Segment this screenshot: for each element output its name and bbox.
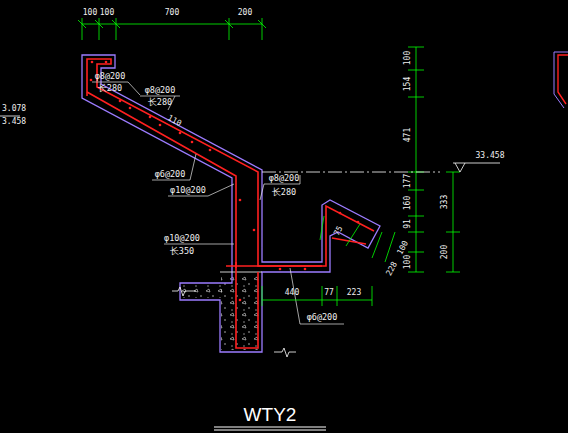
dimension-lines <box>78 18 460 306</box>
elevation-mark <box>262 163 500 172</box>
rebar-label: 长280 <box>272 188 296 197</box>
rebar-label: 长280 <box>148 98 172 107</box>
dimension-text: 3.078 <box>2 105 26 113</box>
title-underline <box>214 427 326 430</box>
dimension-text: 110 <box>166 114 183 128</box>
rebar-label: φ8@200 <box>269 174 300 183</box>
dimension-text: 3.458 <box>2 118 26 126</box>
adjacent-detail <box>554 52 568 108</box>
dimension-text: 33.458 <box>476 152 505 160</box>
rebar-label: φ6@200 <box>155 170 186 179</box>
dimension-text: 333 <box>441 195 449 209</box>
rebar-label: 长280 <box>98 84 122 93</box>
rebar-label: 长350 <box>170 247 194 256</box>
dimension-text: 700 <box>165 9 179 17</box>
wall-line <box>220 272 262 273</box>
dimension-text: 471 <box>404 128 412 142</box>
adjacent-detail <box>558 55 568 104</box>
dimension-text: 440 <box>285 289 299 297</box>
rebar-label: φ10@200 <box>164 234 200 243</box>
dimension-text: 100 <box>404 255 412 269</box>
dimension-text: 200 <box>441 245 449 259</box>
drawing-title: WTY2 <box>244 405 297 424</box>
dimension-text: 160 <box>404 196 412 210</box>
rebar-label: φ6@200 <box>307 313 338 322</box>
dimension-text: 100 <box>83 9 97 17</box>
leader-lines <box>92 82 344 324</box>
dimension-text: 100 <box>100 9 114 17</box>
concrete-hatch <box>182 276 260 350</box>
elevation-underline <box>0 116 20 117</box>
dimension-text: 223 <box>347 289 361 297</box>
break-symbol <box>172 287 296 357</box>
dimension-text: 200 <box>238 9 252 17</box>
dimension-text: 100 <box>396 240 410 257</box>
dimension-text: 100 <box>404 51 412 65</box>
dimension-text: 177 <box>404 174 412 188</box>
rebar-label: φ10@200 <box>170 186 206 195</box>
rebar-label: φ8@200 <box>145 86 176 95</box>
dimension-text: 91 <box>404 219 412 229</box>
dimension-text: 77 <box>324 289 334 297</box>
dimension-text: 228 <box>385 261 399 278</box>
rebar-label: φ8@200 <box>95 72 126 81</box>
distribution-bars <box>90 61 360 302</box>
concrete-outline <box>82 55 380 352</box>
dimension-text: 154 <box>404 77 412 91</box>
rebar <box>87 59 374 348</box>
